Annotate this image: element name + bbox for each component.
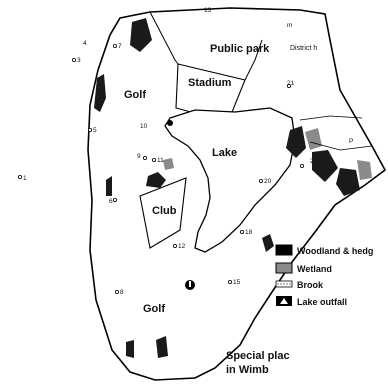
label-club: Club [152, 205, 177, 217]
lake-outfall-marker [185, 280, 195, 290]
label-lake: Lake [212, 147, 237, 159]
letter-m: m [287, 22, 292, 29]
site-label-10: 10 [140, 123, 148, 130]
site-markers [17, 44, 304, 294]
site-label-4: 4 [83, 40, 87, 47]
lake-outline [164, 107, 296, 253]
site-label-7: 7 [118, 43, 122, 50]
label-public-park: Public park [210, 43, 270, 55]
label-district: District h [290, 45, 317, 52]
legend-label-brook: Brook [297, 280, 324, 290]
legend-label-woodland: Woodland & hedg [297, 246, 373, 256]
site-label-1: 1 [23, 175, 27, 182]
lake-island [167, 120, 173, 126]
site-label-11: 11 [157, 157, 164, 164]
site-label-5: 5 [93, 127, 97, 134]
site-label-13: 13 [204, 7, 212, 14]
club-outline [139, 177, 187, 249]
legend-swatch-outfall [276, 296, 292, 306]
legend-swatch-wetland [275, 262, 293, 274]
legend-label-outfall: Lake outfall [297, 297, 347, 307]
legend-label-wetland: Wetland [297, 264, 332, 274]
legend: Woodland & hedg Wetland Brook Lake outfa… [275, 244, 373, 307]
map-title-line2: in Wimb [226, 364, 269, 376]
site-label-3: 3 [77, 57, 81, 64]
map-title-line1: Special plac [226, 350, 290, 362]
legend-swatch-woodland [275, 244, 293, 256]
label-stadium: Stadium [188, 77, 232, 89]
site-label-9: 9 [137, 153, 141, 160]
site-label-18: 18 [245, 229, 253, 236]
site-label-15: 15 [233, 279, 241, 286]
letter-p: P [349, 138, 353, 145]
label-golf-north: Golf [124, 89, 146, 101]
wetland-patches [163, 128, 372, 180]
woodland-patches [94, 18, 360, 358]
brook-line [299, 115, 373, 151]
site-label-6: 6 [109, 198, 113, 205]
site-label-21: 21 [287, 80, 295, 87]
site-label-20: 20 [264, 178, 272, 185]
site-label-22: 22 [310, 158, 318, 165]
site-label-12: 12 [178, 243, 186, 250]
park-boundary [149, 11, 263, 81]
label-golf-south: Golf [143, 303, 165, 315]
site-label-8: 8 [120, 289, 124, 296]
legend-swatch-brook [275, 280, 293, 288]
